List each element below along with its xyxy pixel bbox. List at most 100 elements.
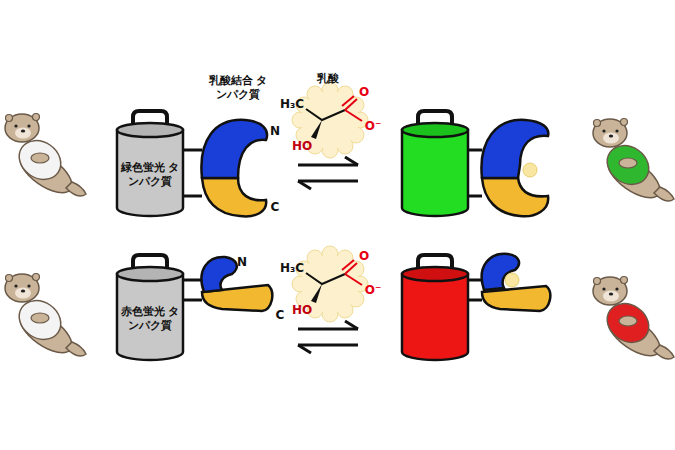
linker [183,149,202,152]
drawing-part [654,345,674,359]
drawing-part [593,119,627,147]
protein-n-domain [201,257,236,292]
drawing-part [609,135,613,138]
drawing-part [345,321,358,329]
protein-n-domain [201,120,267,178]
lactate-molecule [292,246,368,322]
sea-otter [593,277,674,364]
terminus-label: N [270,124,280,139]
linker [468,149,482,152]
drawing-part [615,129,618,132]
fluorescent-protein-cylinder: 赤色蛍光 タンパク質 [113,252,187,362]
linker [183,279,202,282]
forward-arrow [298,328,358,331]
drawing-part [345,263,357,274]
drawing-part [345,99,357,110]
linker [183,299,202,302]
drawing-part [615,287,618,290]
drawing-part [5,274,39,302]
fluorescent-protein-cylinder: 緑色蛍光 タンパク質 [113,108,187,218]
sea-otter [593,119,674,206]
drawing-part [15,128,31,139]
drawing-part [298,181,311,189]
atom-label: O [359,85,369,100]
cylinder-body [402,274,468,360]
drawing-part [311,120,322,139]
reverse-arrow [298,180,358,183]
drawing-part [311,284,322,303]
terminus-label: C [271,200,280,215]
bound-lactate [505,273,519,287]
linker [468,195,482,198]
red-cylinder [402,255,468,360]
reverse-arrow [298,344,358,347]
atom-label: O⁻ [365,119,382,134]
linker [468,299,482,302]
terminus-label: C [276,308,285,323]
drawing-part [33,114,40,121]
drawing-part [345,110,362,121]
drawing-part [619,316,637,326]
drawing-part [14,284,17,287]
drawing-part [594,278,601,285]
drawing-part [602,129,605,132]
protein-c-domain [202,178,266,216]
node-label: 赤色蛍光 タンパク質 [119,305,181,333]
atom-label: O [359,249,369,264]
drawing-part [5,114,39,142]
forward-arrow [298,164,358,167]
drawing-part [15,288,31,299]
terminus-label: N [237,255,247,270]
node-text-box: 緑色蛍光 タンパク質 [119,144,181,206]
drawing-part [619,158,637,168]
protein-name: 乳酸結合 タンパク質 [206,74,270,102]
drawing-part [306,109,345,120]
cylinder-body [117,274,183,360]
molecule-name: 乳酸 [317,72,339,86]
drawing-part [593,277,627,305]
drawing-part [66,182,86,196]
drawing-part [621,119,628,126]
atom-label: HO [292,139,312,154]
drawing-part [609,293,613,296]
cylinder-body [117,130,183,216]
drawing-part [27,284,30,287]
bound-lactate [523,163,537,177]
atom-label: O⁻ [365,283,382,298]
node-text-box: 赤色蛍光 タンパク質 [119,288,181,350]
protein-c-domain [482,178,548,216]
drawing-part [306,273,345,284]
drawing-part [6,275,13,282]
drawing-part [342,96,354,106]
cylinder-body [402,130,468,216]
drawing-part [345,274,362,285]
sea-otter [5,114,86,201]
atom-label: H₃C [280,97,304,112]
protein-n-domain [482,254,519,290]
protein-n-domain [481,120,548,178]
green-cylinder [402,111,468,216]
cylinder-lid [402,123,468,137]
cylinder-lid [117,123,183,137]
sea-otter [5,274,86,361]
drawing-part [27,124,30,127]
cylinder-lid [117,267,183,281]
node-label: 緑色蛍光 タンパク質 [119,161,181,189]
lactate-molecule [292,82,368,158]
drawing-part [66,342,86,356]
drawing-part [298,345,311,353]
drawing-part [21,290,25,293]
atom-label: HO [292,303,312,318]
drawing-part [21,130,25,133]
drawing-part [621,277,628,284]
drawing-part [603,291,619,302]
drawing-part [31,153,49,163]
drawing-part [31,313,49,323]
drawing-part [602,287,605,290]
linker [468,279,482,282]
drawing-part [345,157,358,165]
atom-label: H₃C [280,261,304,276]
drawing-part [654,187,674,201]
cylinder-lid [402,267,468,281]
